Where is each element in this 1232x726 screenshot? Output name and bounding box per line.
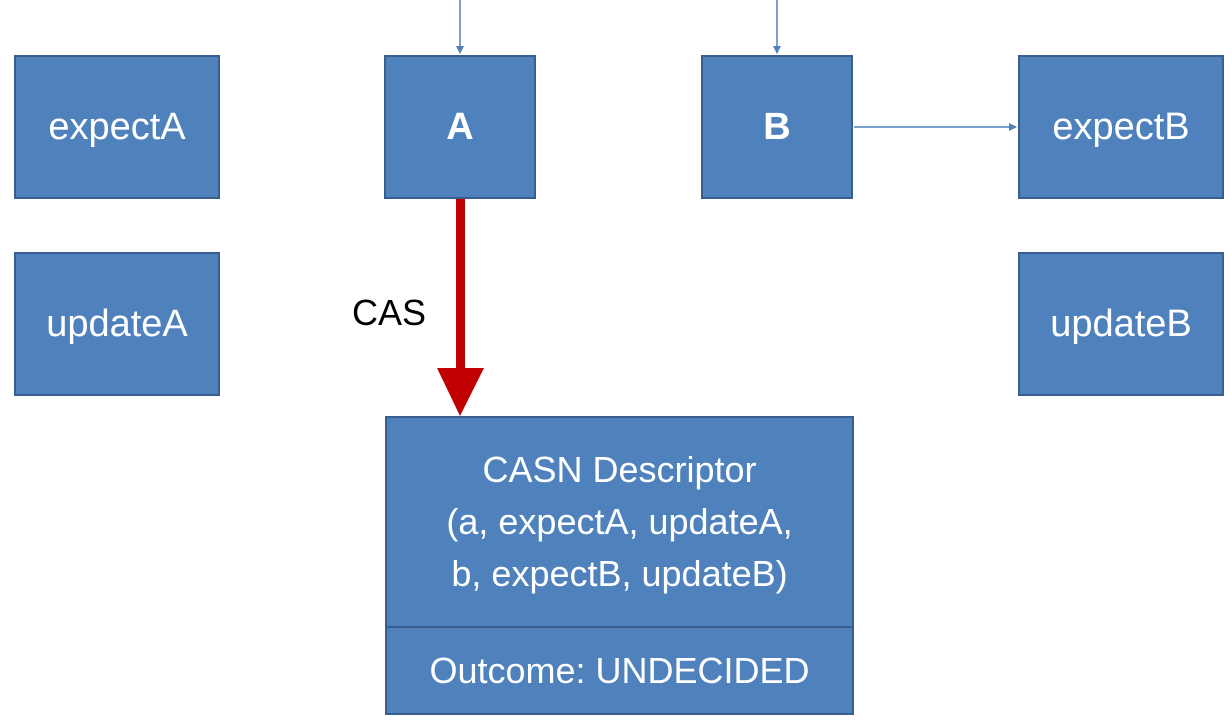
box-expectb: expectB [1018, 55, 1224, 199]
descriptor-title: CASN Descriptor [482, 449, 757, 490]
box-a-label: A [446, 105, 474, 148]
cas-arrow [437, 199, 484, 416]
box-b: B [701, 55, 853, 199]
box-updateb: updateB [1018, 252, 1224, 396]
descriptor-fields-line-1: (a, expectA, updateA, [446, 501, 793, 542]
descriptor-fields-line-2: b, expectB, updateB) [451, 553, 788, 594]
box-updatea-label: updateA [46, 302, 188, 345]
box-updatea: updateA [14, 252, 220, 396]
box-updateb-label: updateB [1050, 302, 1192, 345]
casn-descriptor: CASN Descriptor (a, expectA, updateA, b,… [385, 416, 854, 715]
box-expecta: expectA [14, 55, 220, 199]
descriptor-fields: CASN Descriptor (a, expectA, updateA, b,… [387, 418, 852, 628]
descriptor-outcome: Outcome: UNDECIDED [429, 649, 810, 691]
box-expectb-label: expectB [1052, 105, 1190, 148]
cas-edge-label: CAS [352, 292, 427, 333]
box-a: A [384, 55, 536, 199]
box-b-label: B [763, 105, 791, 148]
box-expecta-label: expectA [48, 105, 186, 148]
